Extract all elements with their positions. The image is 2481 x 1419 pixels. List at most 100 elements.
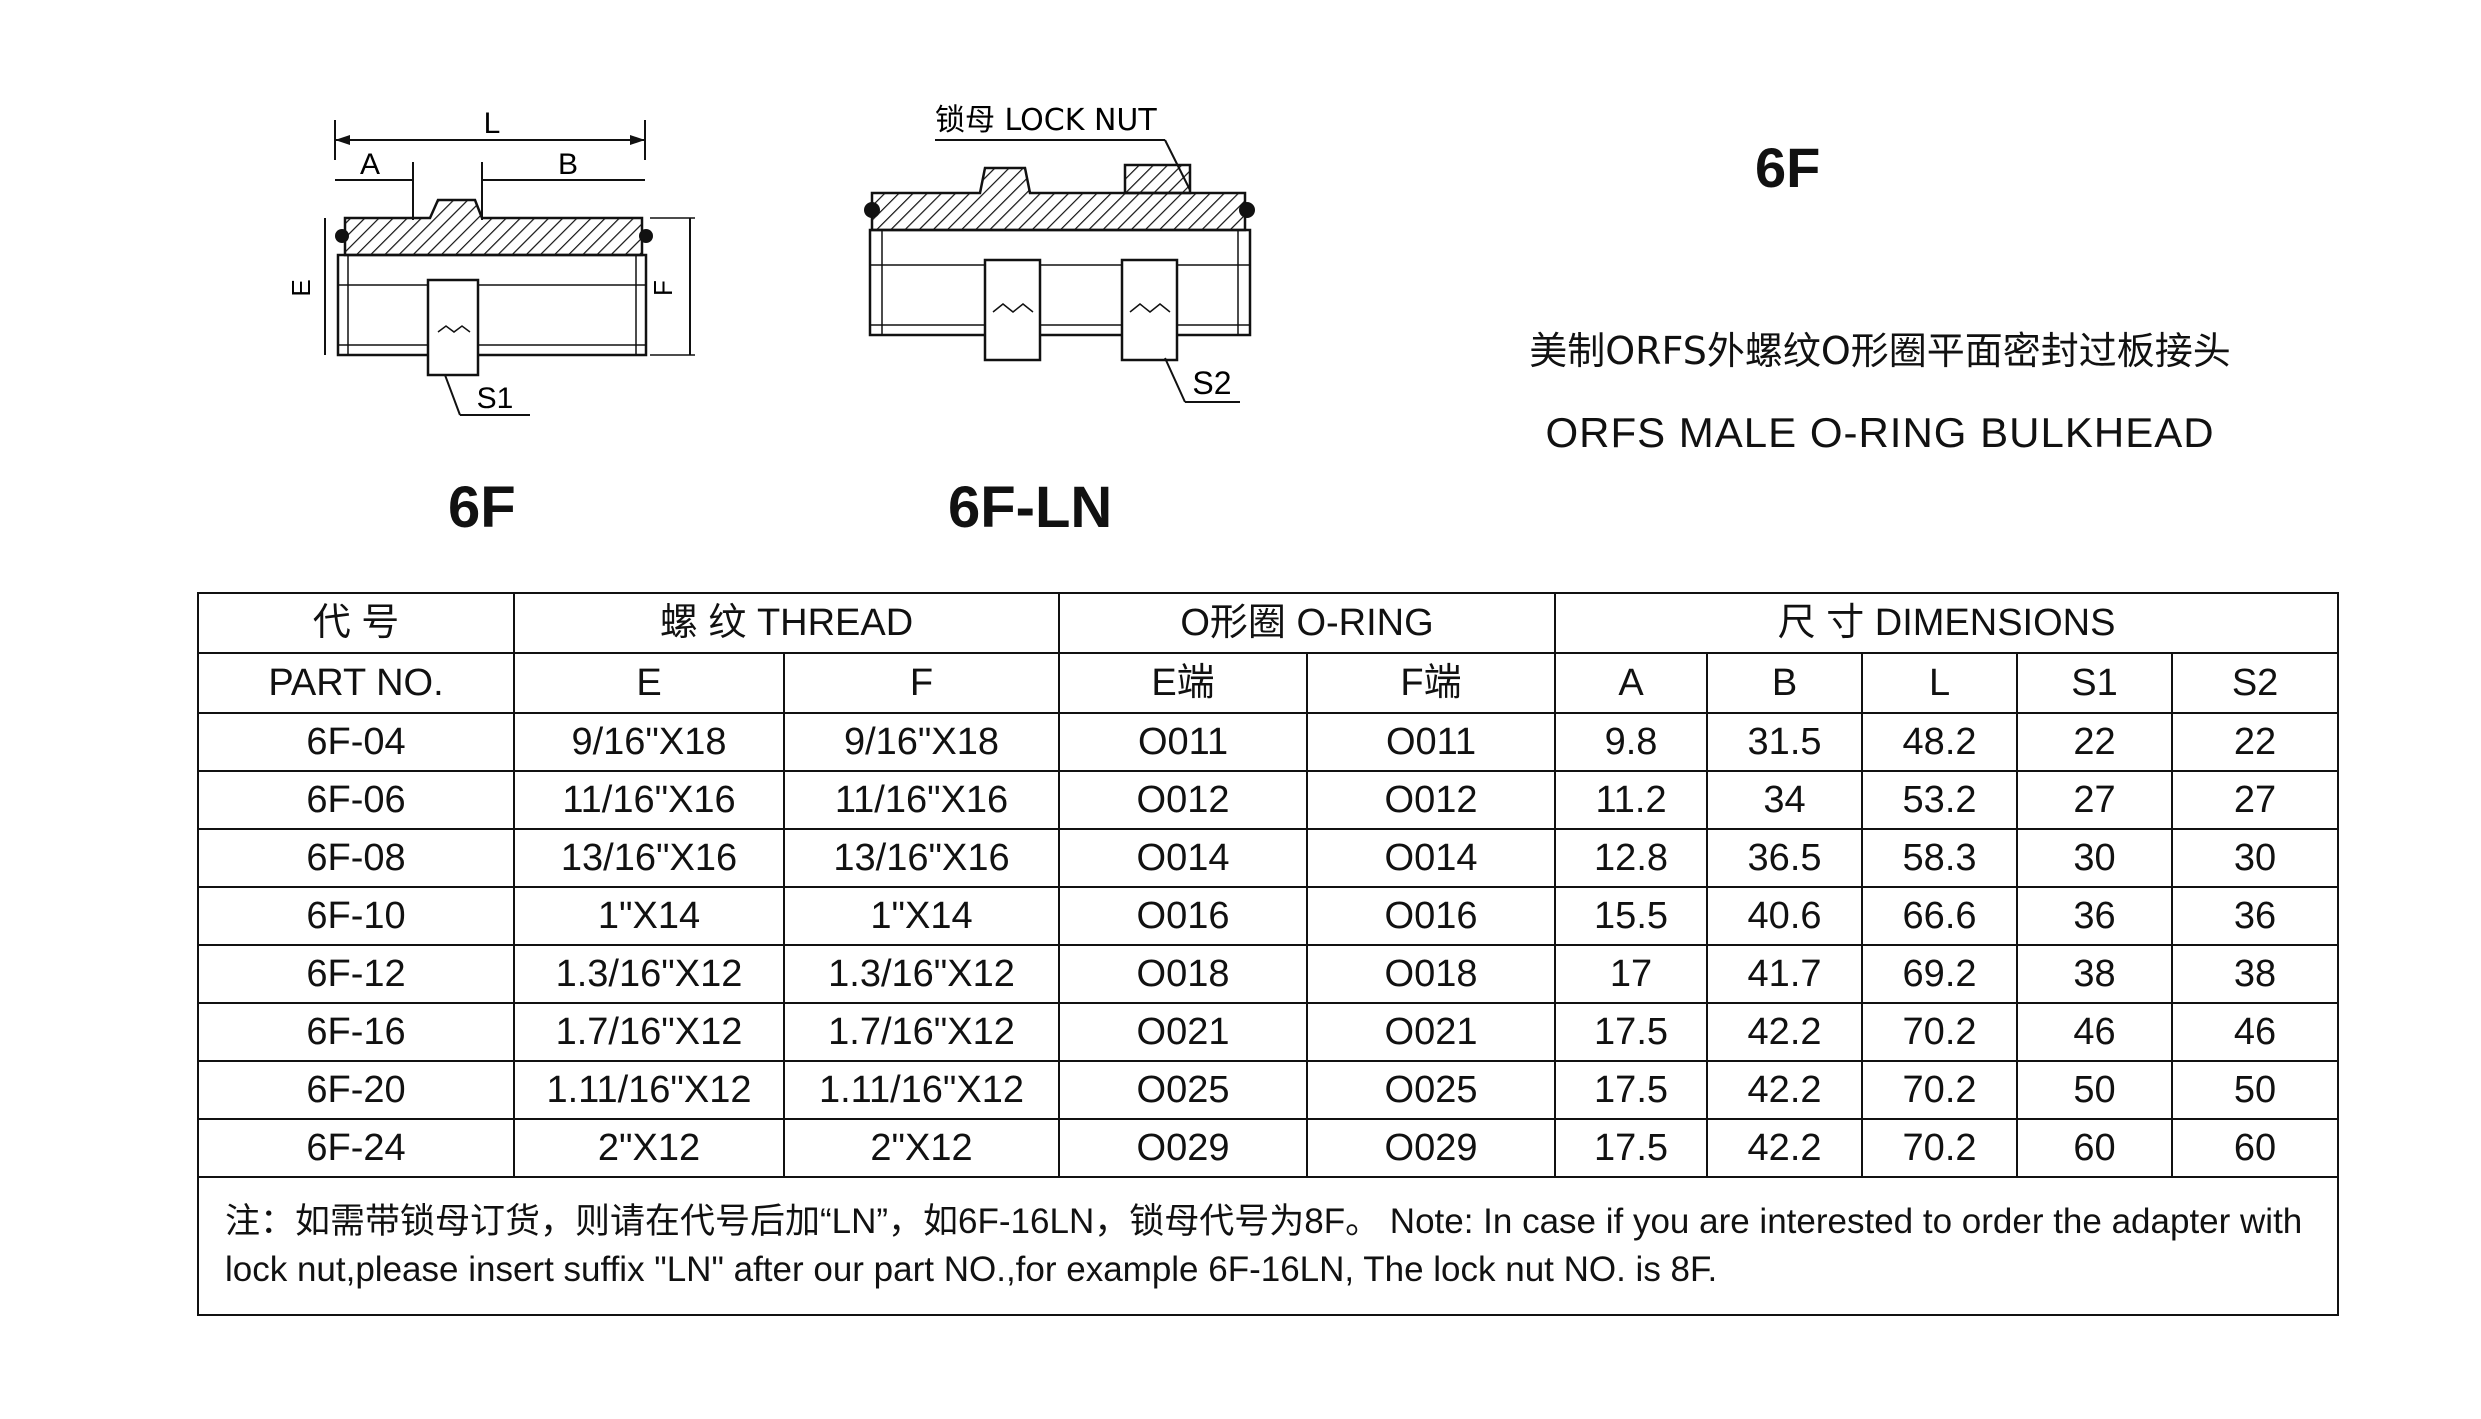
table-cell: O016 xyxy=(1306,886,1557,946)
table-cell: 34 xyxy=(1706,770,1864,830)
table-cell: O014 xyxy=(1306,828,1557,888)
table-cell: O029 xyxy=(1306,1118,1557,1178)
table-cell: 58.3 xyxy=(1861,828,2019,888)
subheader-cell: A xyxy=(1554,652,1709,714)
table-cell: O012 xyxy=(1058,770,1309,830)
table-cell: 15.5 xyxy=(1554,886,1709,946)
subheader-cell: S1 xyxy=(2016,652,2174,714)
table-cell: 2"X12 xyxy=(513,1118,785,1178)
table-cell: O018 xyxy=(1306,944,1557,1004)
table-cell: 17.5 xyxy=(1554,1002,1709,1062)
table-cell: 17 xyxy=(1554,944,1709,1004)
table-cell: O018 xyxy=(1058,944,1309,1004)
table-cell: O014 xyxy=(1058,828,1309,888)
table-cell: 38 xyxy=(2016,944,2174,1004)
header-thread: 螺 纹 THREAD xyxy=(512,592,1061,654)
subheader-cell: F xyxy=(782,652,1061,714)
table-cell: 50 xyxy=(2171,1060,2340,1120)
table-cell: 9.8 xyxy=(1554,712,1709,772)
dim-E: E xyxy=(286,279,316,296)
table-cell: 27 xyxy=(2171,770,2340,830)
table-cell: O021 xyxy=(1058,1002,1309,1062)
table-cell: 31.5 xyxy=(1706,712,1864,772)
part-number-cell: 6F-08 xyxy=(197,828,515,888)
table-cell: 41.7 xyxy=(1706,944,1864,1004)
order-note: 注：如需带锁母订货，则请在代号后加“LN”，如6F-16LN，锁母代号为8F。 … xyxy=(196,1176,2340,1316)
table-cell: 1"X14 xyxy=(513,886,785,946)
table-cell: 11/16"X16 xyxy=(513,770,785,830)
table-cell: 1.7/16"X12 xyxy=(782,1002,1061,1062)
table-cell: 36 xyxy=(2171,886,2340,946)
table-cell: 36.5 xyxy=(1706,828,1864,888)
table-cell: O011 xyxy=(1306,712,1557,772)
part-number-cell: 6F-06 xyxy=(197,770,515,830)
table-cell: 42.2 xyxy=(1706,1002,1864,1062)
dim-A: A xyxy=(360,148,380,181)
table-cell: 50 xyxy=(2016,1060,2174,1120)
table-cell: O016 xyxy=(1058,886,1309,946)
table-cell: 1.11/16"X12 xyxy=(513,1060,785,1120)
part-number-cell: 6F-04 xyxy=(197,712,515,772)
subheader-cell: B xyxy=(1706,652,1864,714)
subheader-cell: F端 xyxy=(1306,652,1557,714)
table-cell: 17.5 xyxy=(1554,1118,1709,1178)
table-cell: 13/16"X16 xyxy=(513,828,785,888)
subheader-cell: E端 xyxy=(1058,652,1309,714)
table-cell: 1.3/16"X12 xyxy=(513,944,785,1004)
dim-S2: S2 xyxy=(1192,365,1231,401)
table-cell: 9/16"X18 xyxy=(513,712,785,772)
table-cell: 1"X14 xyxy=(782,886,1061,946)
table-cell: 30 xyxy=(2016,828,2174,888)
table-cell: 70.2 xyxy=(1861,1060,2019,1120)
part-number-cell: 6F-20 xyxy=(197,1060,515,1120)
part-number-cell: 6F-16 xyxy=(197,1002,515,1062)
table-cell: 38 xyxy=(2171,944,2340,1004)
part-number-cell: 6F-12 xyxy=(197,944,515,1004)
table-cell: O025 xyxy=(1306,1060,1557,1120)
table-cell: 13/16"X16 xyxy=(782,828,1061,888)
subheader-cell: L xyxy=(1861,652,2019,714)
table-cell: 22 xyxy=(2016,712,2174,772)
header-part-en: PART NO. xyxy=(197,652,515,714)
product-title-en: ORFS MALE O-RING BULKHEAD xyxy=(1545,409,2215,456)
diagram-6f-ln: 锁母 LOCK NUT S2 xyxy=(864,103,1255,403)
product-code-title: 6F xyxy=(1755,136,1821,199)
diagram-6f-ln-caption: 6F-LN xyxy=(948,475,1113,540)
table-cell: 12.8 xyxy=(1554,828,1709,888)
header-oring: O形圈 O-RING xyxy=(1058,592,1557,654)
spec-table: 代 号 螺 纹 THREAD O形圈 O-RING 尺 寸 DIMENSIONS… xyxy=(196,592,2340,1316)
table-cell: O021 xyxy=(1306,1002,1557,1062)
table-cell: 69.2 xyxy=(1861,944,2019,1004)
subheader-cell: S2 xyxy=(2171,652,2340,714)
table-cell: 40.6 xyxy=(1706,886,1864,946)
header-part-cn: 代 号 xyxy=(197,592,515,654)
dim-L: L xyxy=(484,107,501,140)
table-cell: O012 xyxy=(1306,770,1557,830)
table-cell: O029 xyxy=(1058,1118,1309,1178)
part-number-cell: 6F-24 xyxy=(197,1118,515,1178)
table-cell: 60 xyxy=(2016,1118,2174,1178)
table-cell: 70.2 xyxy=(1861,1118,2019,1178)
diagram-6f-caption: 6F xyxy=(448,475,516,540)
table-cell: 1.3/16"X12 xyxy=(782,944,1061,1004)
table-cell: 46 xyxy=(2171,1002,2340,1062)
diagram-6f: L A B E F S1 xyxy=(286,107,695,416)
table-cell: 42.2 xyxy=(1706,1060,1864,1120)
table-cell: 30 xyxy=(2171,828,2340,888)
dim-F: F xyxy=(648,280,678,296)
table-cell: 53.2 xyxy=(1861,770,2019,830)
product-title-cn: 美制ORFS外螺纹O形圈平面密封过板接头 xyxy=(1529,329,2231,373)
table-cell: 11.2 xyxy=(1554,770,1709,830)
table-cell: 42.2 xyxy=(1706,1118,1864,1178)
table-cell: 1.11/16"X12 xyxy=(782,1060,1061,1120)
subheader-cell: E xyxy=(513,652,785,714)
table-cell: 66.6 xyxy=(1861,886,2019,946)
